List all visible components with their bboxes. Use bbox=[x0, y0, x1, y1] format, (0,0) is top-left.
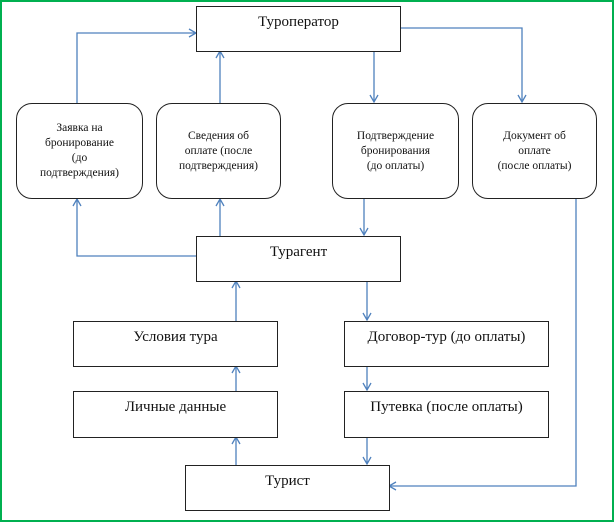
node-voucher: Путевка (после оплаты) bbox=[344, 391, 549, 438]
node-tour-conditions: Условия тура bbox=[73, 321, 278, 367]
node-tour-contract: Договор-тур (до оплаты) bbox=[344, 321, 549, 367]
edge-booking-request-to-touroperator bbox=[76, 28, 198, 103]
node-booking-confirmation: Подтверждение бронирования (до оплаты) bbox=[332, 103, 459, 199]
node-travel-agent: Турагент bbox=[196, 236, 401, 282]
node-payment-info: Сведения об оплате (после подтверждения) bbox=[156, 103, 281, 199]
node-payment-document: Документ об оплате (после оплаты) bbox=[472, 103, 597, 199]
node-tourist: Турист bbox=[185, 465, 390, 511]
node-touroperator: Туроператор bbox=[196, 6, 401, 52]
edge-touroperator-to-payment-document bbox=[400, 27, 527, 104]
node-personal-data: Личные данные bbox=[73, 391, 278, 438]
node-booking-request: Заявка на бронирование (до подтверждения… bbox=[16, 103, 143, 199]
edge-travel-agent-to-booking-request bbox=[72, 197, 196, 257]
